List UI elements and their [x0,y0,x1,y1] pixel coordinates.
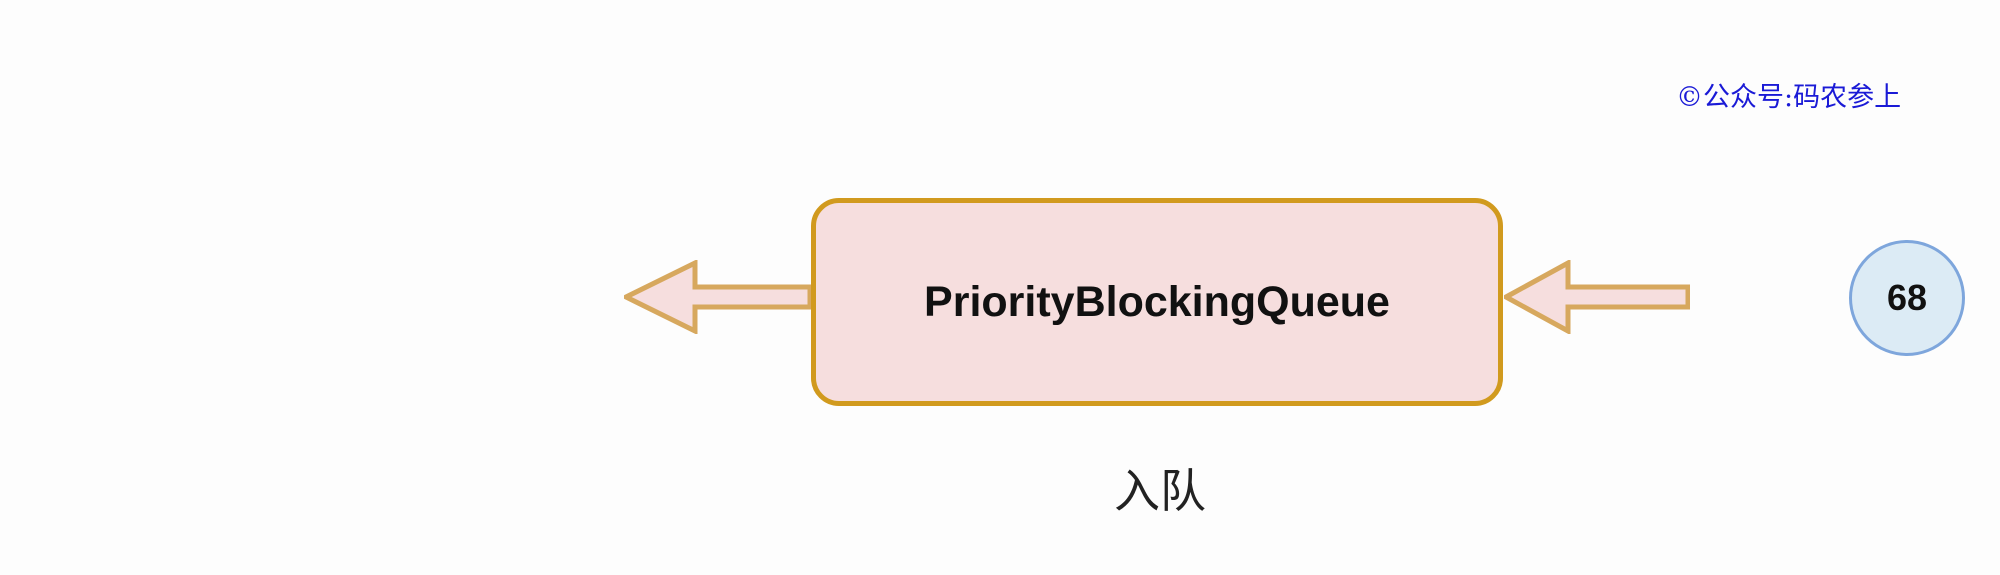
watermark: ©公众号:码农参上 [1676,72,1946,116]
queue-label: PriorityBlockingQueue [924,277,1390,326]
caption-text: 入队 [1114,464,1206,518]
watermark-text: ©公众号:码农参上 [1676,81,1902,113]
priority-blocking-queue-box: PriorityBlockingQueue [811,198,1503,406]
operation-caption: 入队 [1040,458,1280,518]
incoming-element-value: 68 [1886,277,1928,318]
dequeue-arrow-icon [624,260,812,334]
enqueue-arrow-icon [1504,260,1690,334]
incoming-element-node: 68 [1849,240,1965,356]
